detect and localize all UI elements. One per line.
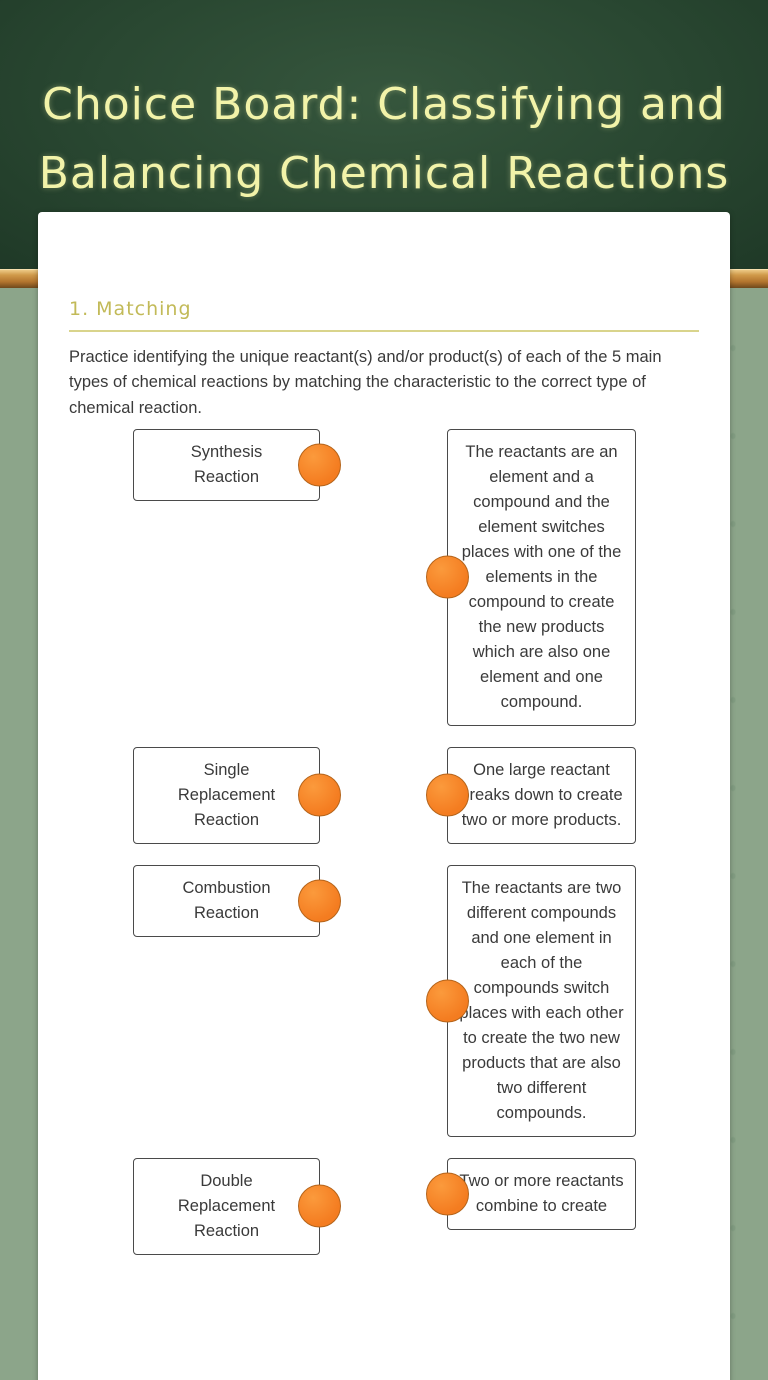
worksheet-card: 1. Matching Practice identifying the uni… — [38, 212, 730, 1380]
match-term-cell-4: Double Replacement Reaction — [133, 1157, 341, 1255]
match-row-3: Combustion Reaction The reactants are tw… — [133, 864, 699, 1137]
worksheet-title-line2: Balancing Chemical Reactions — [38, 148, 730, 199]
match-row-1: Synthesis Reaction The reactants are an … — [133, 428, 699, 726]
match-handle-detail-1[interactable] — [426, 555, 469, 599]
match-detail-cell-3: The reactants are two different compound… — [426, 864, 636, 1137]
match-detail-box-1: The reactants are an element and a compo… — [426, 428, 636, 726]
match-term-label: Combustion Reaction — [182, 878, 271, 922]
match-term-box-single-replacement: Single Replacement Reaction — [133, 746, 341, 844]
match-term-label: Double Replacement Reaction — [177, 1171, 276, 1240]
match-detail-box-3: The reactants are two different compound… — [426, 864, 636, 1137]
match-detail-text: Two or more reactants combine to create — [459, 1171, 624, 1215]
match-term-label: Synthesis Reaction — [190, 442, 263, 486]
match-term-label: Single Replacement Reaction — [177, 760, 276, 829]
match-term-cell-3: Combustion Reaction — [133, 864, 341, 937]
section-divider — [69, 330, 699, 332]
match-term-cell-1: Synthesis Reaction — [133, 428, 341, 501]
match-detail-cell-2: One large reactant breaks down to create… — [426, 746, 636, 844]
match-detail-cell-4: Two or more reactants combine to create — [426, 1157, 636, 1230]
match-row-2: Single Replacement Reaction One large re… — [133, 746, 699, 844]
match-row-4: Double Replacement Reaction Two or more … — [133, 1157, 699, 1255]
match-term-box-combustion: Combustion Reaction — [133, 864, 341, 937]
match-detail-cell-1: The reactants are an element and a compo… — [426, 428, 636, 726]
match-handle-detail-4[interactable] — [426, 1172, 469, 1216]
worksheet-title-line1: Choice Board: Classifying and — [42, 79, 726, 130]
match-handle-detail-3[interactable] — [426, 979, 469, 1023]
worksheet-title: Choice Board: Classifying and Balancing … — [0, 0, 768, 208]
match-detail-box-2: One large reactant breaks down to create… — [426, 746, 636, 844]
match-term-cell-2: Single Replacement Reaction — [133, 746, 341, 844]
match-term-box-double-replacement: Double Replacement Reaction — [133, 1157, 341, 1255]
match-term-box-synthesis: Synthesis Reaction — [133, 428, 341, 501]
section-instructions: Practice identifying the unique reactant… — [69, 348, 662, 417]
match-handle-combustion[interactable] — [298, 879, 341, 923]
match-detail-box-4: Two or more reactants combine to create — [426, 1157, 636, 1230]
section-title: 1. Matching — [69, 298, 192, 320]
match-detail-text: One large reactant breaks down to create… — [460, 760, 623, 829]
match-handle-detail-2[interactable] — [426, 773, 469, 817]
match-detail-text: The reactants are an element and a compo… — [461, 442, 622, 711]
match-handle-double-replacement[interactable] — [298, 1184, 341, 1228]
match-handle-synthesis[interactable] — [298, 443, 341, 487]
match-handle-single-replacement[interactable] — [298, 773, 341, 817]
match-detail-text: The reactants are two different compound… — [459, 878, 624, 1122]
